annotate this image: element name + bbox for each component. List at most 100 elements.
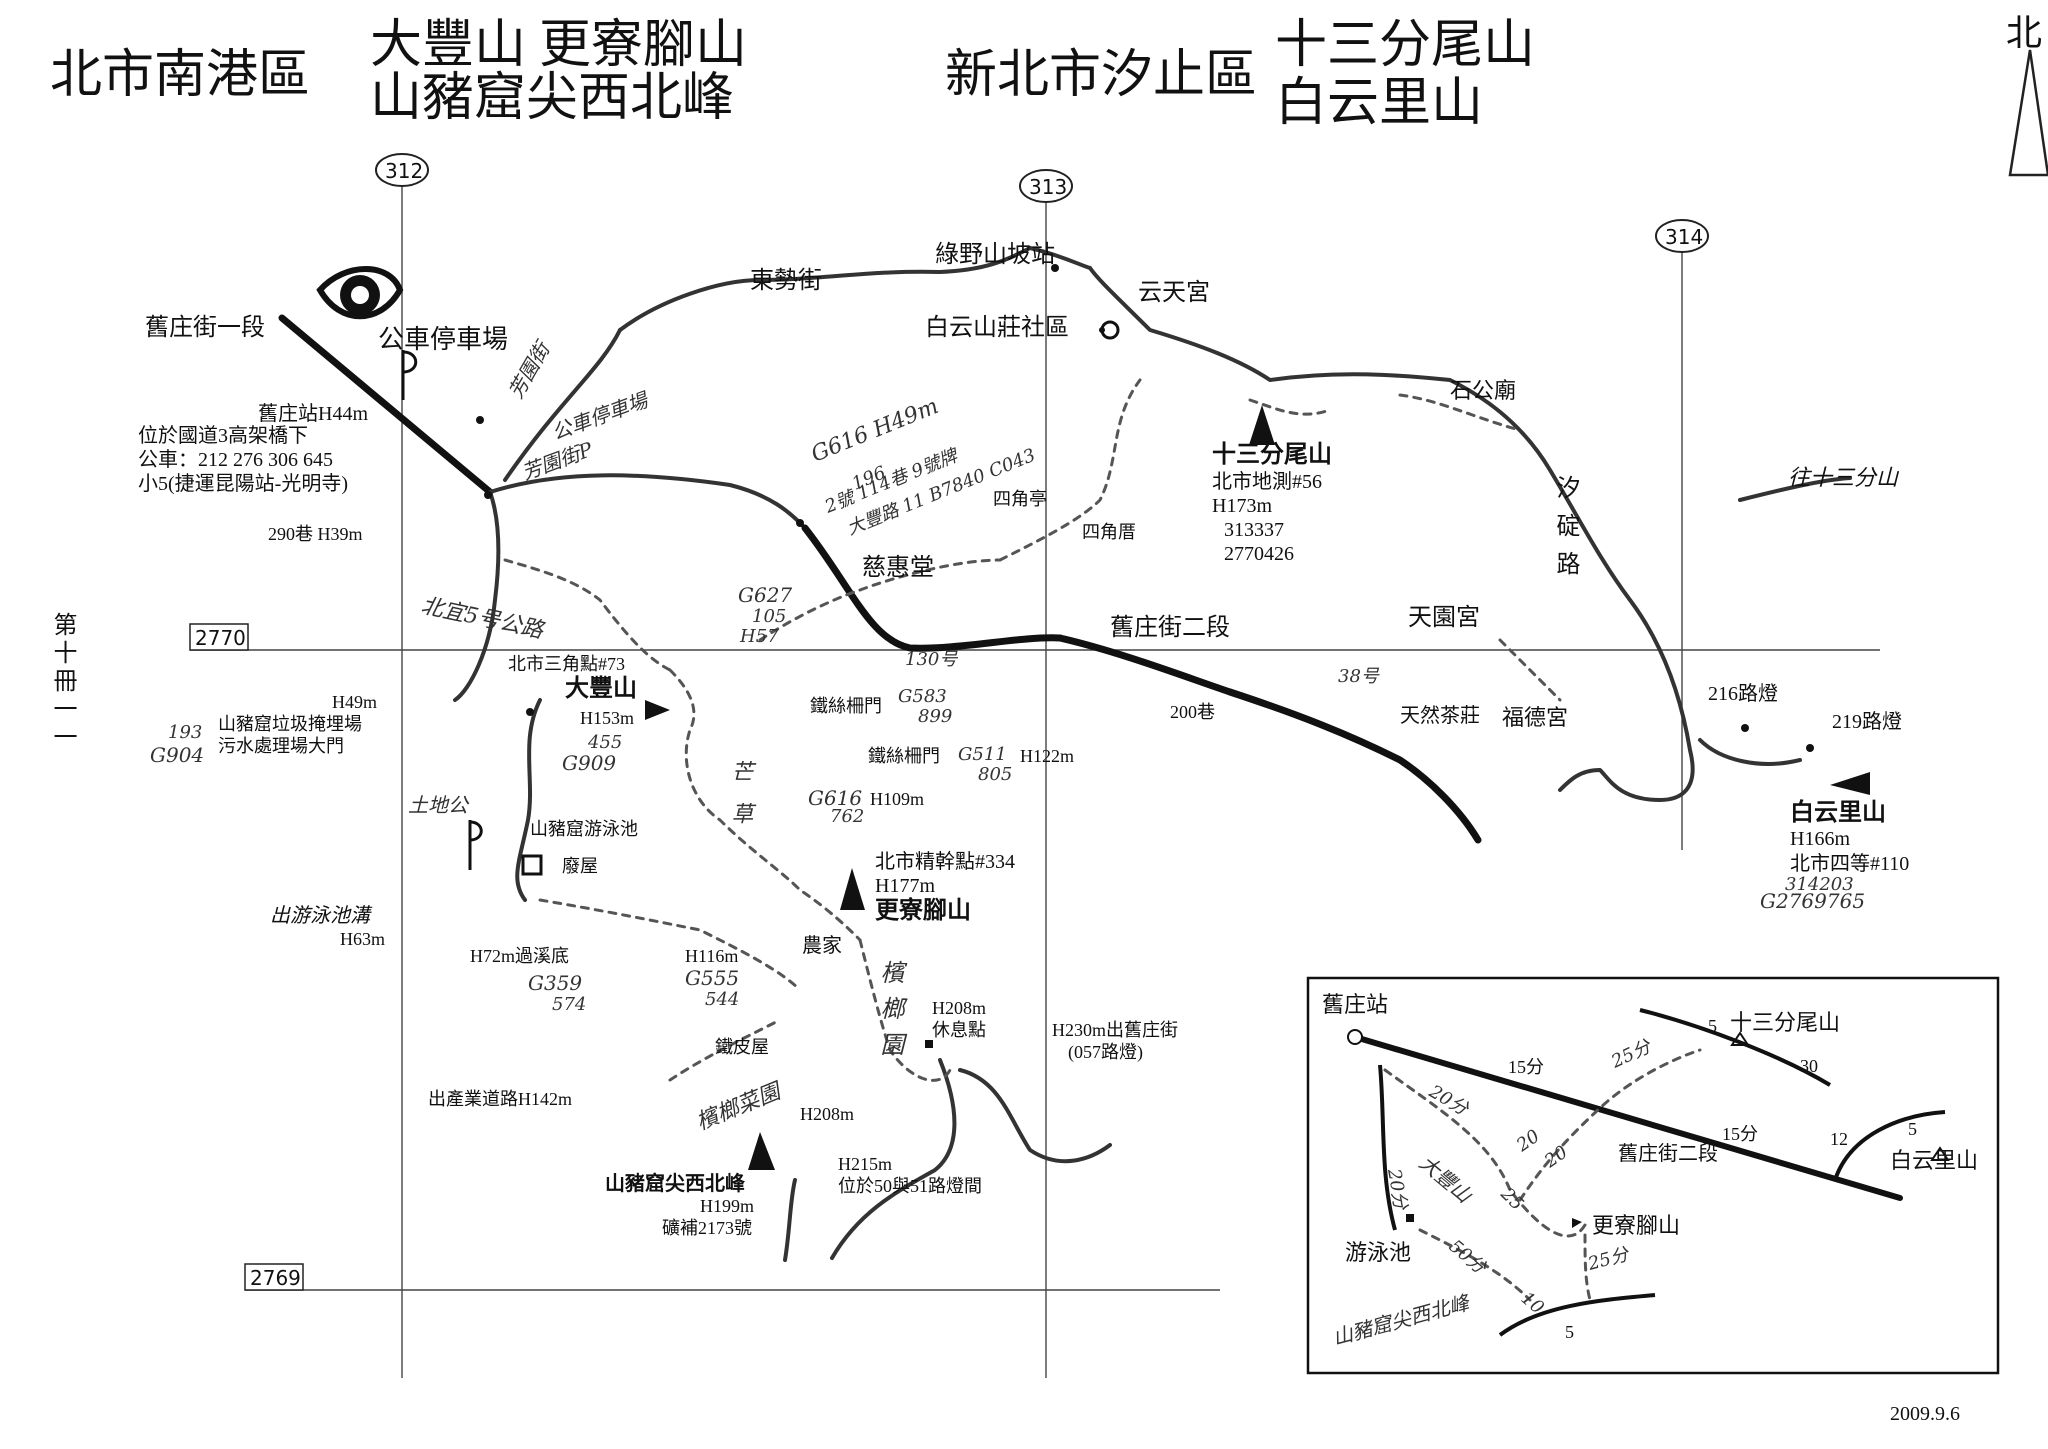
label-bus-parking: 公車停車場 [378, 325, 508, 354]
north-arrow: 北 [2006, 13, 2048, 177]
roads [278, 246, 1852, 1262]
label-sijiao-pavilion: 四角亭 [993, 489, 1047, 509]
inset-road [1352, 1034, 1903, 1201]
coordinate-grid: 312 313 314 2770 2769 [189, 153, 1880, 1378]
label-h215-2: 位於50與51路燈間 [838, 1176, 982, 1196]
gps-805: 805 [978, 764, 1012, 785]
trail-sijiao [998, 378, 1142, 562]
grid-label-2769: 2769 [250, 1266, 301, 1290]
inset-time-20a: 20分 [1425, 1081, 1474, 1121]
gps-555: G555 [685, 966, 739, 990]
gps-511: G511 [958, 744, 1007, 765]
label-h230-exit-2: (057路燈) [1068, 1042, 1143, 1063]
label-lane-290: 290巷 H39m [268, 524, 363, 544]
inset-time-25c: 25分 [1585, 1243, 1633, 1275]
label-h215-1: H215m [838, 1154, 892, 1174]
grid-label-314: 314 [1665, 225, 1703, 249]
grid-badge-2770 [189, 623, 249, 651]
inset-time-5c: 5 [1565, 1322, 1574, 1342]
gps-359: G359 [528, 971, 582, 995]
date-label: 2009.9.6 [1890, 1403, 1960, 1425]
gps-583: G583 [898, 686, 947, 707]
label-iron-gate-2: 鐵絲柵門 [868, 746, 940, 766]
label-bus-lines: 公車：212 276 306 645 [138, 448, 333, 471]
label-h109: H109m [870, 789, 924, 809]
label-h72-stream: H72m過溪底 [470, 946, 569, 966]
label-minibus-5: 小5(捷運昆陽站-光明寺) [138, 472, 348, 495]
label-h49: H49m [332, 692, 377, 712]
inset-ridge-north [1639, 1008, 1832, 1087]
trails [503, 378, 1562, 1082]
road-to-shisanfen [1738, 476, 1852, 502]
title-peaks-right-1: 十三分尾山 [1275, 17, 1535, 74]
label-sijiao-shelter: 四角厝 [1082, 522, 1136, 542]
gps-544: 544 [705, 989, 739, 1010]
station-dot-icon [476, 416, 484, 424]
title-peaks-right-2: 白云里山 [1275, 75, 1483, 132]
peak-shisanfenwei-survey: 北市地測#56 [1212, 470, 1322, 493]
junction-dot-icon [484, 491, 492, 499]
map-symbols [316, 264, 1814, 1048]
label-under-bridge: 位於國道3高架橋下 [138, 424, 308, 447]
label-city-triangle-73: 北市三角點#73 [508, 654, 625, 674]
peak-marker-icon [840, 868, 865, 910]
inset-trail-pool [1418, 1228, 1532, 1302]
label-dongshi-st: 東勢街 [750, 267, 822, 294]
parking-icon [401, 350, 418, 400]
inset-time-25a: 25分 [1607, 1035, 1656, 1073]
inset-peak-icon [1730, 1031, 1750, 1046]
parking-icon-pool [468, 820, 483, 870]
peak-dafeng: 大豐山 H153m [565, 674, 670, 728]
lamp-219-dot-icon [1806, 744, 1814, 752]
inset-frame [1306, 976, 2000, 1375]
inset-time-50: 50分 [1445, 1236, 1491, 1280]
label-to-shisanfen: 往十三分山 [1788, 465, 1900, 490]
label-betel-grove: 檳榔園 [876, 960, 904, 1068]
road-main-south [801, 524, 1064, 652]
road-fangyuan [488, 473, 807, 530]
hand-bus-stop: 公車停車場 [549, 387, 653, 444]
inset-time-30: 30 [1800, 1056, 1818, 1076]
inset-trail-gengliao [1583, 1233, 1592, 1302]
side-label: 第十冊一一 [49, 612, 77, 752]
viewpoint-eye-icon [316, 266, 404, 320]
label-tudi-temple: 土地公 [408, 793, 470, 817]
gps-notes: G616 H49m 196 2號 114巷 9號牌 大豐路 11 B7840 C… [150, 394, 1865, 1015]
gps-899: 899 [918, 706, 952, 727]
inset-station-icon [1347, 1029, 1363, 1045]
compass-label: 北 [2006, 13, 2042, 53]
inset-time-5a: 5 [1708, 1016, 1717, 1036]
gps-193: 193 [168, 722, 202, 743]
trail-cihui [758, 558, 1002, 642]
road-exit-east [958, 1068, 1112, 1164]
label-tianyuan-temple: 天園宮 [1408, 604, 1480, 631]
gps-455: 455 [587, 732, 622, 753]
road-jiuzhuang-2 [1056, 634, 1482, 844]
grid-label-2770: 2770 [195, 626, 246, 650]
inset-label-dafeng: 大豐山 [1415, 1150, 1478, 1208]
title-district-right: 新北市汐止區 [945, 47, 1257, 104]
peak-marker-icon [1830, 772, 1870, 795]
inset-time-12: 12 [1830, 1129, 1848, 1149]
grid-label-312: 312 [385, 159, 423, 183]
label-lane-200: 200巷 [1170, 702, 1215, 722]
label-shigong-temple: 石公廟 [1450, 378, 1516, 403]
gps-909: G909 [562, 751, 616, 775]
trail-dafeng [668, 668, 862, 942]
title-peaks-left-1: 大豐山 更寮腳山 [370, 17, 747, 74]
peak-dafeng-height: H153m [580, 708, 634, 728]
label-jiuzhuang-station: 舊庄站H44m [258, 402, 368, 425]
label-landfill-1: 山豬窟垃圾掩埋場 [218, 714, 362, 734]
label-h208: H208m [800, 1104, 854, 1124]
inset-trail-shisanfen [1518, 1048, 1702, 1202]
grid-badge-2769 [244, 1263, 304, 1291]
label-farmhouse: 農家 [802, 934, 842, 957]
trail-gengliao [858, 938, 952, 1082]
trail-tianyuan [1498, 638, 1562, 702]
hand-fangyuan-st: 芳園街 [504, 336, 556, 403]
peak-gengliaojiao-name: 更寮腳山 [875, 896, 971, 924]
grid-label-313: 313 [1029, 175, 1067, 199]
dot-icon [1099, 327, 1105, 333]
